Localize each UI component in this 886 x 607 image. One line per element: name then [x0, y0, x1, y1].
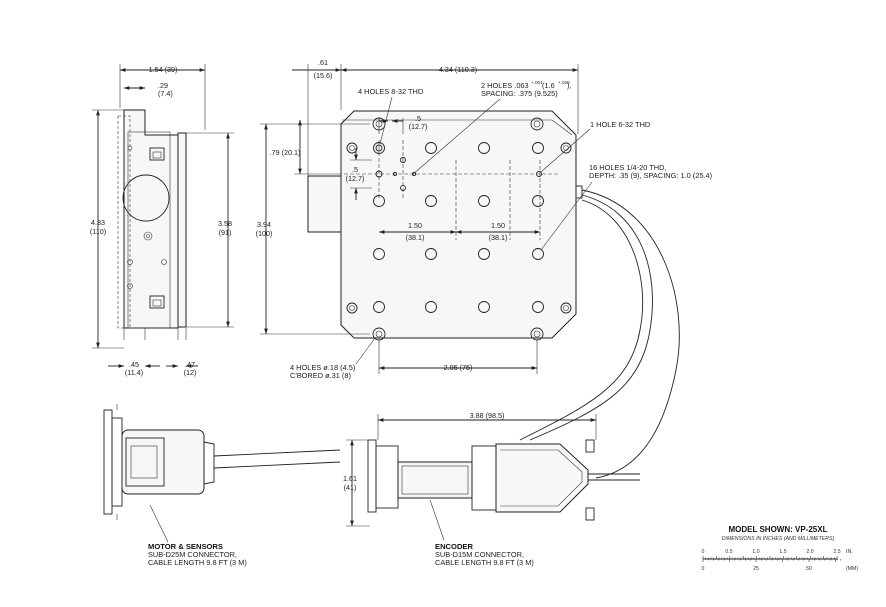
- dim-encoder-height: 1.61: [343, 474, 357, 483]
- dim-spacing-1: 1.50: [408, 221, 422, 230]
- motor-connector-line1: SUB-D25M CONNECTOR,: [148, 550, 237, 559]
- dim-encoder-width: 3.88 (98.5): [470, 411, 505, 420]
- dim-top-295: 2.95 (75): [444, 363, 473, 372]
- side-view-dimensions: 1.54 (39) .29 (7.4) 4.33 (110) 3.58 (91)…: [90, 64, 234, 377]
- scale-inch-05: 0.5: [725, 549, 732, 555]
- label-holes-063-close: ),: [567, 81, 572, 90]
- dim-top-height: 3.94: [257, 220, 271, 229]
- scale-mm-unit: (MM): [846, 566, 858, 572]
- threaded-hole: [478, 301, 490, 313]
- scale-mm-25: 25: [753, 566, 759, 572]
- scale-legend: MODEL SHOWN: VP-25XL DIMENSIONS IN INCHE…: [702, 525, 859, 572]
- threaded-hole: [478, 248, 490, 260]
- dim-side-bottom-right: .47: [185, 360, 195, 369]
- threaded-hole: [425, 195, 437, 207]
- threaded-hole: [532, 142, 544, 154]
- dim-spacing-1-mm: (38.1): [406, 233, 425, 242]
- motor-connector: [103, 404, 341, 520]
- dim-side-bottom-left: .45: [129, 360, 139, 369]
- label-holes-063-spacing: SPACING: .375 (9.525): [481, 89, 558, 98]
- dim-top-width: 4.34 (110.3): [439, 65, 477, 74]
- dim-side-height-mm: (110): [90, 227, 106, 236]
- motor-connector-line2: CABLE LENGTH 9.8 FT (3 M): [148, 558, 247, 567]
- connector-dimensions: 3.88 (98.5) 1.61 (41) MOTOR & SENSORS SU…: [148, 411, 597, 567]
- threaded-hole: [425, 301, 437, 313]
- side-view: [117, 109, 187, 340]
- dimensions-note: DIMENSIONS IN INCHES (AND MILLIMETERS): [722, 536, 835, 542]
- dim-side-body-mm: (91): [219, 228, 232, 237]
- dim-side-body: 3.58: [218, 219, 232, 228]
- dim-encoder-height-mm: (41): [344, 483, 357, 492]
- threaded-hole: [373, 248, 385, 260]
- threaded-hole: [532, 301, 544, 313]
- dim-top-79: .79 (20.1): [270, 148, 301, 157]
- scale-inch-10: 1.0: [752, 549, 759, 555]
- scale-mm-0: 0: [702, 566, 705, 572]
- threaded-hole: [425, 142, 437, 154]
- dim-top-half-v-mm: (12.7): [346, 174, 365, 183]
- scale-inch-0: 0: [702, 549, 705, 555]
- dim-side-bottom-left-mm: (11.4): [125, 368, 143, 377]
- label-holes-063: 2 HOLES .063: [481, 81, 529, 90]
- label-holes-063-tol: +.001: [531, 80, 543, 85]
- dim-top-half-v: .5: [352, 165, 358, 174]
- threaded-hole: [532, 195, 544, 207]
- label-holes-1420-b: DEPTH: .35 (9), SPACING: 1.0 (25.4): [589, 171, 712, 180]
- dim-top-half: .5: [415, 114, 421, 123]
- top-view-dimensions: .61 (15.6) 4.34 (110.3) 4 HOLES 8-32 THD…: [256, 58, 712, 380]
- model-shown: MODEL SHOWN: VP-25XL: [729, 525, 828, 534]
- scale-inch-20: 2.0: [806, 549, 813, 555]
- stage-cables: [519, 189, 680, 479]
- threaded-hole: [478, 195, 490, 207]
- dim-side-step-mm: (7.4): [158, 89, 173, 98]
- encoder-connector-line1: SUB-D15M CONNECTOR,: [435, 550, 524, 559]
- dim-side-step: .29: [158, 81, 168, 90]
- scale-ticks: [702, 556, 842, 562]
- label-holes-018-b: C'BORED ø.31 (8): [290, 371, 351, 380]
- dim-top-half-mm: (12.7): [409, 122, 428, 131]
- top-view: [307, 110, 583, 341]
- motor-connector-title: MOTOR & SENSORS: [148, 542, 223, 551]
- dim-side-width: 1.54 (39): [149, 65, 178, 74]
- scale-inch-unit: IN.: [846, 549, 853, 555]
- label-holes-018-a: 4 HOLES ø.18 (4.5): [290, 363, 355, 372]
- threaded-hole: [532, 248, 544, 260]
- label-holes-063-tol2: +.025: [558, 80, 570, 85]
- dim-top-height-mm: (100): [256, 229, 273, 238]
- label-holes-063-mm: (1.6: [542, 81, 555, 90]
- encoder-connector-title: ENCODER: [435, 542, 473, 551]
- scale-mm-50: 50: [806, 566, 812, 572]
- threaded-hole: [425, 248, 437, 260]
- quarter-twenty-hole-grid: [373, 142, 544, 313]
- encoder-connector-line2: CABLE LENGTH 9.8 FT (3 M): [435, 558, 534, 567]
- dim-side-bottom-right-mm: (12): [184, 368, 197, 377]
- dim-spacing-2: 1.50: [491, 221, 505, 230]
- label-holes-832: 4 HOLES 8-32 THD: [358, 87, 423, 96]
- scale-inch-25: 2.5: [833, 549, 840, 555]
- dim-top-offset: .61: [318, 58, 328, 67]
- label-holes-1420-a: 16 HOLES 1/4-20 THD,: [589, 163, 667, 172]
- label-hole-632: 1 HOLE 6-32 THD: [590, 120, 650, 129]
- dim-top-offset-mm: (15.6): [314, 71, 333, 80]
- dim-spacing-2-mm: (38.1): [489, 233, 508, 242]
- dim-side-height: 4.33: [91, 218, 105, 227]
- encoder-connector: [367, 439, 640, 521]
- threaded-hole: [478, 142, 490, 154]
- threaded-hole: [373, 301, 385, 313]
- scale-inch-15: 1.5: [779, 549, 786, 555]
